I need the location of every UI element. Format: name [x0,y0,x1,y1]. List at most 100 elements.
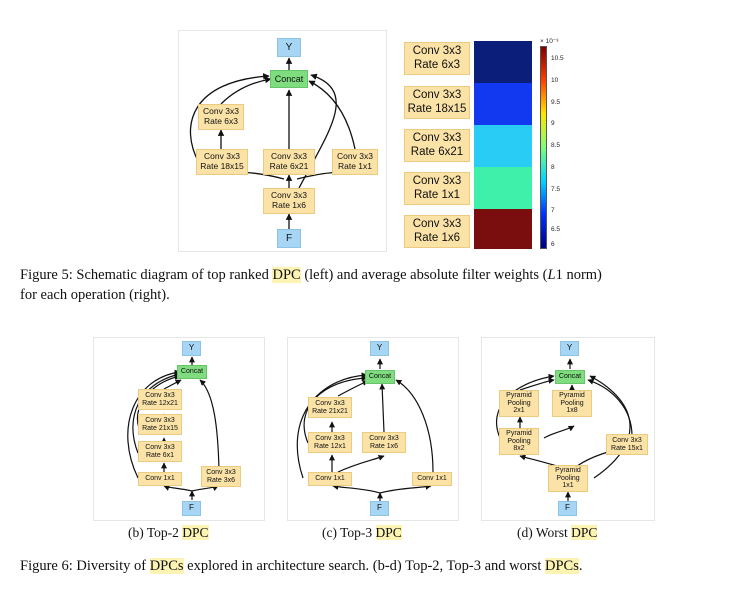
fig6d-f-label: F [565,503,570,513]
fig6c-op-n5-line1: Conv 1x1 [417,475,447,483]
fig6c-y-label: Y [376,343,383,353]
fig6b-op-n4: Conv 1x1 [138,472,182,486]
heat-band-3 [474,167,532,209]
fig5-op-a-line1: Conv 3x3 [203,106,239,117]
fig6d-op-n1-line2: Pooling [507,399,531,407]
fig6b-f-node: F [182,501,201,516]
weight-label-2-line1: Conv 3x3 [412,132,462,145]
fig6c-op-n1-line2: Rate 21x21 [312,407,348,415]
fig6d-op-n5-line3: 1x1 [562,482,574,490]
weight-label-1-line2: Rate 18x15 [407,102,467,115]
weight-label-0-line2: Rate 6x3 [413,58,461,71]
edge-b-to-concat [189,73,270,164]
fig5-f-label: F [285,232,293,244]
fig6b-op-n1-line2: Rate 12x21 [142,399,178,407]
fig6d-op-n4-line1: Conv 3x3 [612,436,642,444]
fig6c-op-n3-line1: Conv 3x3 [369,434,399,442]
edge-b-n1-to-concat [163,379,182,390]
fig6b-y-node: Y [182,341,201,356]
fig6b-op-n3-line1: Conv 3x3 [145,443,175,451]
fig6d-op-n2-line1: Pyramid [559,391,585,399]
edge-c-f-to-n5 [379,483,432,494]
fig6b-concat-label: Concat [180,368,204,376]
edge-c-n3-to-concat [379,383,386,433]
fig6c-f-node: F [370,501,389,516]
colorbar-tick-9: 6 [551,241,555,248]
edge-d-n3-to-n2 [543,425,575,439]
edge-d-n5-to-n3 [519,454,558,467]
fig6d-op-n3-line3: 8x2 [513,445,525,453]
fig6c-op-n2-line2: Rate 12x1 [314,442,346,450]
fig6-caption: Figure 6: Diversity of DPCs explored in … [20,556,730,576]
colorbar-exponent: × 10⁻³ [540,38,559,45]
fig5-concat-node: Concat [270,70,308,88]
fig6d-edges [495,358,633,501]
weight-label-2-line2: Rate 6x21 [410,145,464,158]
fig5-op-d-line2: Rate 1x1 [337,161,373,171]
edge-a-to-concat [220,76,272,105]
fig6-caption-part2: explored in architecture search. (b-d) T… [183,558,545,574]
fig5-op-e-line2: Rate 1x6 [271,200,307,210]
weight-label-1-line1: Conv 3x3 [412,89,462,102]
fig5-caption-highlight: DPC [272,267,301,283]
fig5-op-b-line2: Rate 18x15 [200,161,244,171]
weight-label-4-line2: Rate 1x6 [413,231,461,244]
fig6d-op-n2-line2: Pooling [560,399,584,407]
fig6c-op-n4: Conv 1x1 [308,472,352,486]
fig5-op-a-line2: Rate 6x3 [203,116,239,126]
fig6b-f-label: F [189,503,194,513]
edge-c-n5-to-concat [395,379,434,473]
fig5-caption: Figure 5: Schematic diagram of top ranke… [20,265,725,305]
colorbar-tick-5: 8 [551,164,555,171]
fig6d-op-n1-line3: 2x1 [513,407,525,415]
fig6b-op-n4-line1: Conv 1x1 [145,475,175,483]
fig6d-op-n3-line1: Pyramid [506,429,532,437]
fig6d-caption: (d) Worst DPC [517,525,598,541]
weight-label-0-line1: Conv 3x3 [412,45,462,58]
fig6d-op-n5-line2: Pooling [556,474,580,482]
colorbar-tick-8: 6.5 [551,226,561,233]
fig6b-op-n2-line2: Rate 21x15 [142,424,178,432]
edge-c-f-to-n4 [332,484,381,494]
fig6-caption-part3: . [578,558,583,574]
fig5-caption-var: L [547,267,556,283]
fig5-edges [189,57,356,229]
fig6d-y-label: Y [566,343,573,353]
fig5-caption-prefix: Figure 5: Schematic diagram of top ranke… [20,267,273,283]
fig5-caption-mid: (left) and average absolute filter weigh… [300,267,548,283]
fig6c-caption-prefix: (c) Top-3 [322,525,376,540]
colorbar-tick-4: 8.5 [551,142,561,149]
fig6b-caption-prefix: (b) Top-2 [128,525,183,540]
fig6d-y-node: Y [560,341,579,356]
fig6b-caption: (b) Top-2 DPC [128,525,209,541]
edge-d-n4-to-concat [587,378,633,437]
colorbar-tick-6: 7.5 [551,186,561,193]
colorbar-tick-3: 9 [551,120,555,127]
fig6-caption-highlight1: DPCs [149,558,184,574]
fig6c-y-node: Y [370,341,389,356]
fig6c-concat-label: Concat [368,373,392,381]
fig5-concat-label: Concat [274,73,304,84]
fig6d-op-n4-line2: Rate 15x1 [611,444,643,452]
fig6d-f-node: F [558,501,577,516]
fig5-op-d-line1: Conv 3x3 [337,151,373,162]
heatmap-column [474,41,532,249]
heat-band-0 [474,41,532,83]
weight-label-4-line1: Conv 3x3 [412,218,462,231]
